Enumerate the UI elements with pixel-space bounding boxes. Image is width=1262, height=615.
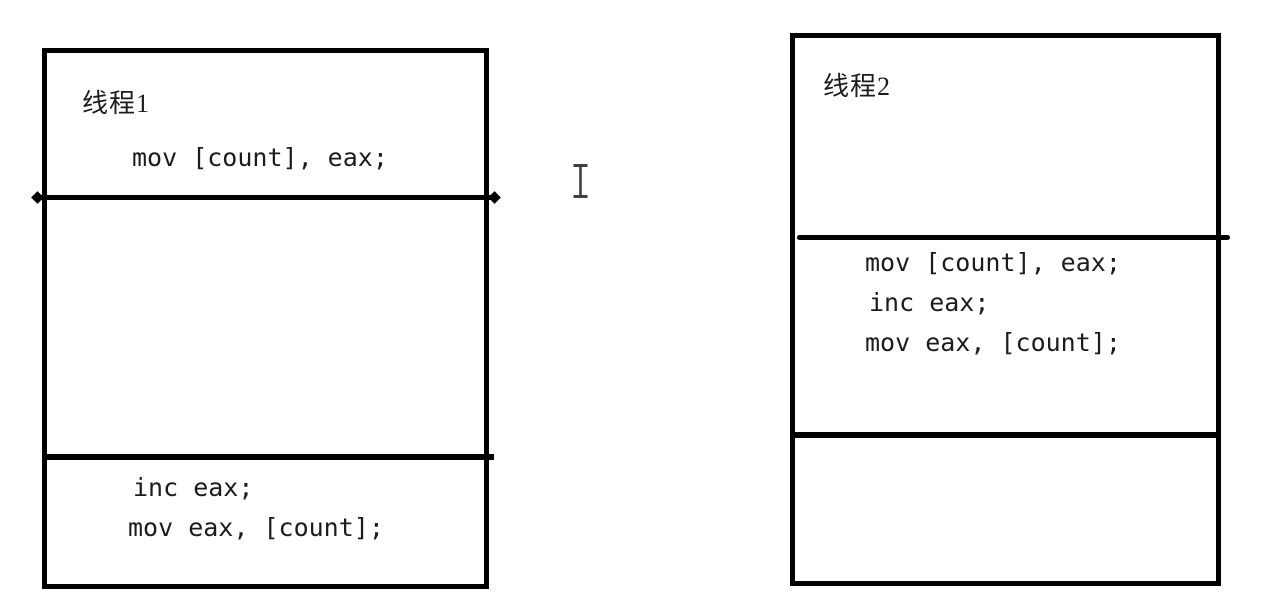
thread2-upper-divider-line — [797, 235, 1230, 240]
thread1-title: 线程1 — [82, 89, 151, 118]
thread1-bottom-instruction-1: inc eax; — [133, 473, 254, 502]
thread1-box — [42, 48, 489, 589]
thread1-upper-divider-line — [37, 195, 495, 200]
thread2-instruction-2: inc eax; — [869, 288, 990, 317]
i-beam-text-cursor-icon — [573, 164, 588, 198]
thread2-title: 线程2 — [823, 72, 892, 101]
thread1-top-instruction: mov [count], eax; — [132, 143, 388, 172]
thread1-divider-right-arrow-tip — [488, 191, 501, 204]
thread2-instruction-3: mov eax, [count]; — [865, 328, 1121, 357]
thread2-box — [790, 33, 1221, 586]
thread1-lower-divider-line — [42, 454, 494, 460]
thread2-lower-divider-line — [790, 432, 1221, 438]
thread1-bottom-instruction-2: mov eax, [count]; — [128, 513, 384, 542]
thread2-instruction-1: mov [count], eax; — [865, 248, 1121, 277]
